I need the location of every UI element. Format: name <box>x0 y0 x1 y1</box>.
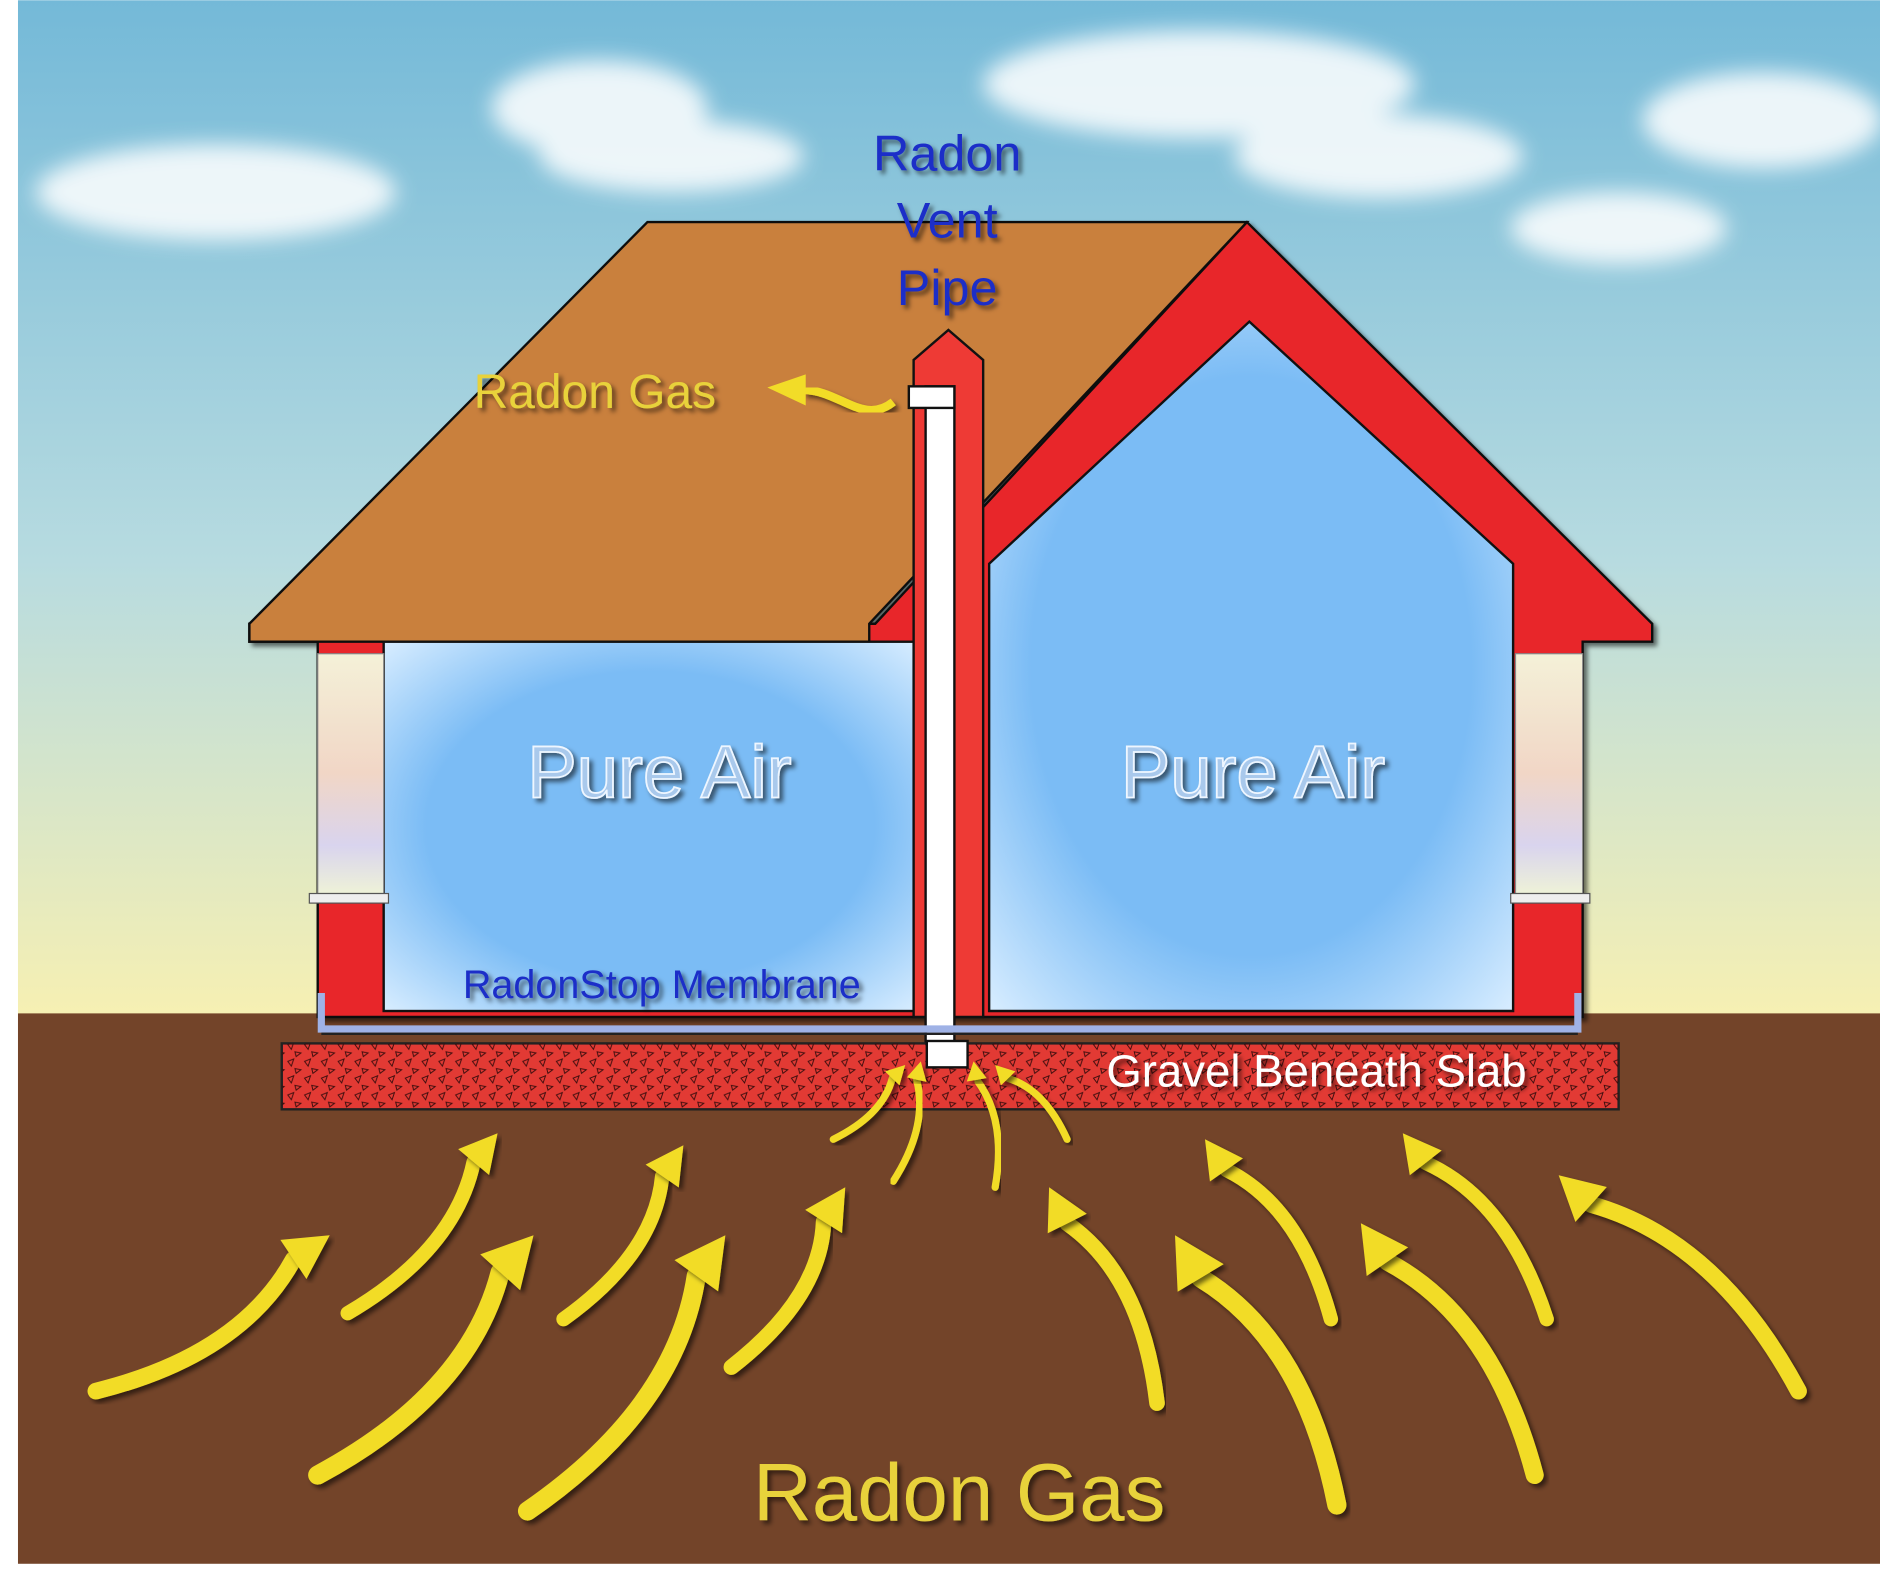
radon-arrow-head-1 <box>280 1235 330 1279</box>
radon-arrow-3 <box>308 1262 510 1485</box>
right-room-label: Pure Air <box>1121 731 1385 814</box>
vent-pipe-label-line3: Pipe <box>897 259 998 316</box>
radon-arrow-13 <box>1219 1162 1339 1327</box>
right-room <box>987 319 1515 1013</box>
radon-arrow-head-7 <box>906 1061 927 1082</box>
radon-arrow-head-11 <box>1047 1187 1087 1234</box>
radon-arrow-12 <box>1191 1268 1347 1515</box>
radon-arrow-head-8 <box>884 1064 906 1086</box>
radon-arrow-14 <box>1378 1252 1544 1485</box>
radon-arrow-head-13 <box>1204 1139 1243 1182</box>
radon-arrow-10 <box>1004 1074 1071 1143</box>
radon-arrow-1 <box>87 1251 302 1400</box>
radon-arrow-head-12 <box>1175 1235 1224 1292</box>
radon-arrows <box>87 1061 1807 1521</box>
exhaust-arrow-head <box>767 374 806 406</box>
left-window <box>317 653 385 895</box>
radon-arrow-7 <box>889 1075 924 1185</box>
radon-arrow-head-10 <box>995 1064 1016 1086</box>
clouds <box>35 30 1880 265</box>
radon-arrow-head-2 <box>458 1133 498 1175</box>
membrane-label: RadonStop Membrane <box>463 963 861 1007</box>
exhaust-arrow <box>803 385 896 415</box>
vent-pipe-label-line2: Vent <box>897 192 998 249</box>
radonstop-membrane <box>317 993 1582 1033</box>
vent-pipe-outlet <box>907 385 956 410</box>
radon-arrow-4 <box>556 1168 670 1327</box>
right-window-sill <box>1510 892 1591 904</box>
vent-pipe <box>924 385 956 1047</box>
radon-arrow-15 <box>1418 1155 1554 1327</box>
radon-arrow-8 <box>829 1074 896 1143</box>
gravel-label: Gravel Beneath Slab <box>1106 1046 1526 1097</box>
ground-gas-label: Radon Gas <box>753 1448 1165 1539</box>
vent-pipe-label-line1: Radon <box>873 125 1021 182</box>
left-window-sill <box>308 892 390 904</box>
radon-arrow-11 <box>1059 1215 1165 1411</box>
radon-arrow-head-4 <box>645 1145 684 1188</box>
radon-arrow-head-3 <box>480 1235 534 1291</box>
radon-arrow-head-14 <box>1360 1223 1409 1277</box>
pipe-intake <box>925 1039 969 1069</box>
radon-arrow-head-15 <box>1402 1133 1442 1176</box>
radon-arrow-head-5 <box>674 1235 726 1292</box>
radon-arrow-9 <box>973 1076 1003 1191</box>
radon-arrow-head-6 <box>805 1187 846 1234</box>
left-room-label: Pure Air <box>527 731 791 814</box>
radon-arrow-2 <box>340 1154 481 1321</box>
right-window <box>1514 653 1584 895</box>
radon-arrow-16 <box>1582 1196 1807 1400</box>
radon-arrow-head-9 <box>966 1061 987 1082</box>
radon-arrow-head-16 <box>1558 1175 1607 1222</box>
radon-arrow-5 <box>517 1266 706 1521</box>
pipe-exhaust-gas-label: Radon Gas <box>474 366 717 419</box>
radon-arrow-6 <box>723 1213 832 1375</box>
left-room <box>382 640 919 1013</box>
roof <box>248 220 1250 643</box>
